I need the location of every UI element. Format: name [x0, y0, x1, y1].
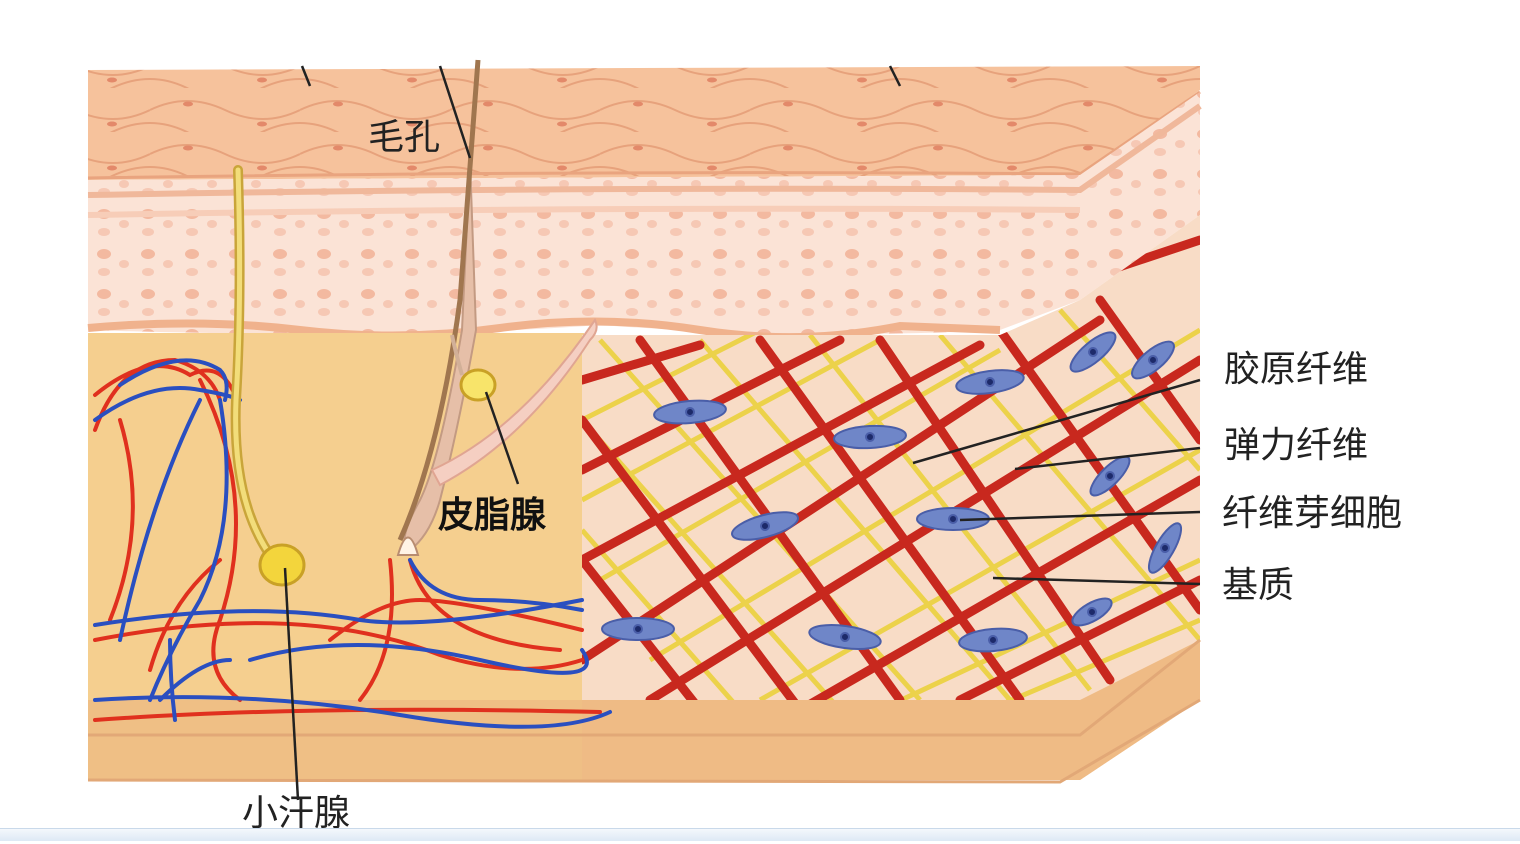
elastic-fiber-label: 弹力纤维 [1224, 425, 1369, 466]
bottom-edge-bar [0, 828, 1520, 841]
blood-vessels [93, 357, 612, 729]
fibroblast-cell-icon [955, 369, 1025, 395]
fibroblast-cell-icon [653, 399, 727, 425]
sebaceous-gland-icon [459, 368, 497, 402]
sweat-gland-label: 小汗腺 [242, 793, 351, 834]
fibroblast-cell-icon [833, 424, 907, 450]
fibroblast-cell-icon [1069, 331, 1117, 373]
arrector-pili-muscle [430, 318, 598, 487]
fibroblast-cell-icon [731, 511, 799, 541]
fibroblast-cell-icon [1147, 522, 1183, 574]
fibroblast-cell-icon [1131, 340, 1175, 380]
epidermis-front [88, 92, 1200, 334]
fibroblast-cell-icon [808, 624, 882, 650]
fibroblast-cell-icon [601, 617, 675, 641]
sweat-gland-icon [258, 543, 306, 587]
sebaceous-gland-label: 皮脂腺 [438, 495, 547, 536]
fibroblast-cell-icon [958, 627, 1028, 653]
fibroblast-cell-icon [1071, 597, 1113, 627]
ground-substance-label: 基质 [1222, 565, 1295, 606]
fibroblast-cells [601, 331, 1183, 653]
pore-label: 毛孔 [368, 117, 441, 158]
fibroblast-label: 纤维芽细胞 [1222, 493, 1403, 534]
epidermis-top-surface [88, 66, 1200, 180]
collagen-fiber-label: 胶原纤维 [1224, 349, 1369, 390]
fibroblast-cell-icon [1089, 455, 1131, 497]
hair-shaft [397, 59, 481, 542]
leader-lines [283, 65, 1201, 801]
